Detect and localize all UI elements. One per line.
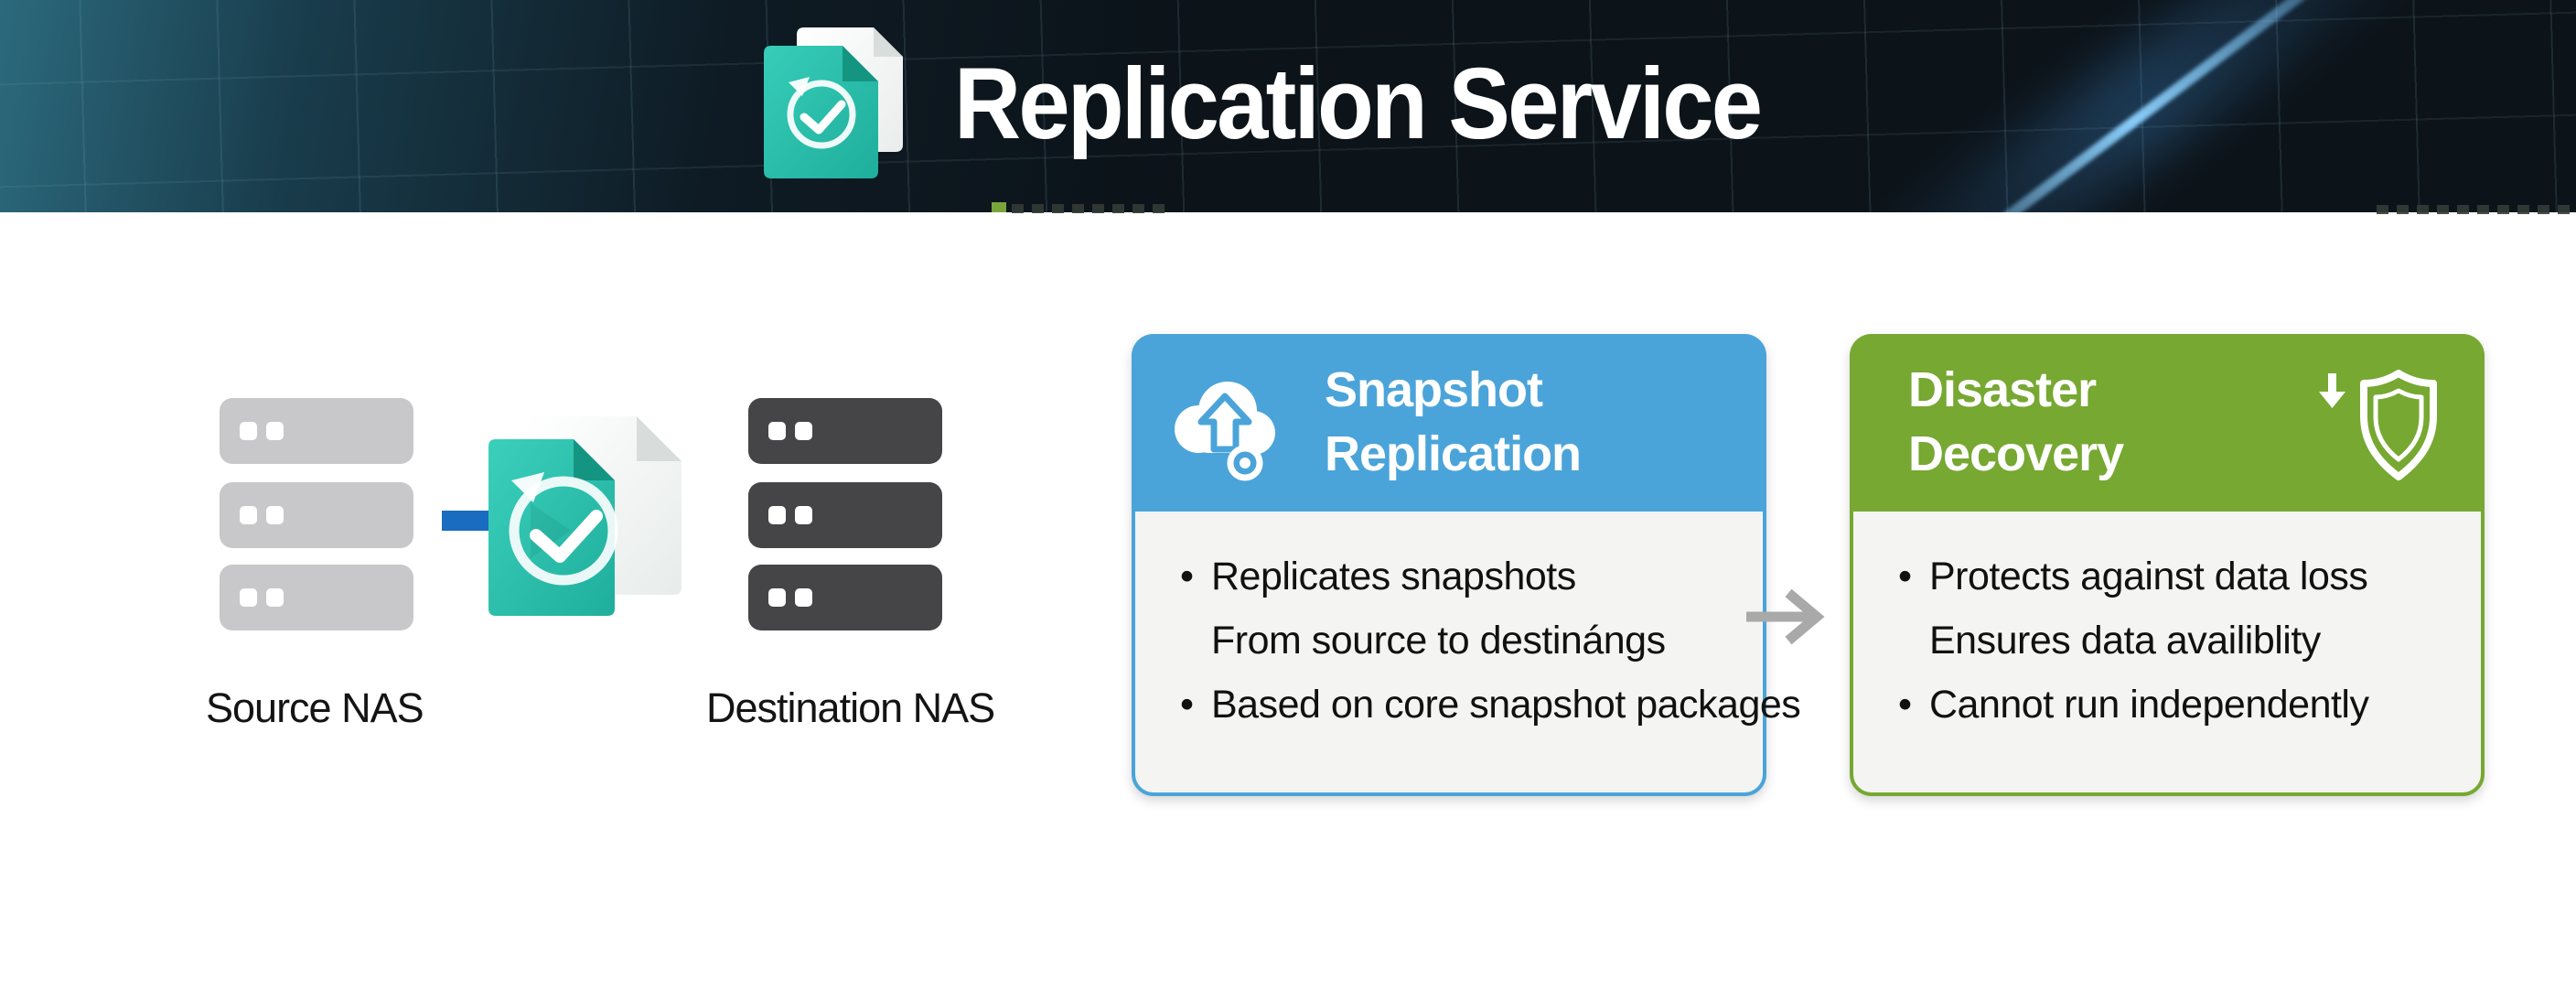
source-nas-server [220, 565, 413, 630]
led-indicator [240, 422, 257, 440]
source-nas-server [220, 398, 413, 464]
replication-document-clock-icon [488, 416, 682, 616]
card-bullet-line: From source to destinángs [1211, 619, 1666, 663]
cropped-fragment-icon [992, 202, 1006, 212]
led-indicator [795, 422, 812, 440]
card-body: Protects against data loss Ensures data … [1898, 544, 2468, 737]
flow-arrow-icon [1746, 588, 1825, 645]
led-indicator [768, 422, 786, 440]
card-title-line: Snapshot [1325, 362, 1543, 417]
destination-nas-server [748, 565, 942, 630]
card-bullet-line: Cannot run independently [1898, 673, 2468, 737]
led-indicator [266, 506, 284, 524]
cloud-upload-snapshot-icon [1175, 382, 1275, 481]
card-title: Snapshot Replication [1325, 358, 1582, 486]
replication-document-clock-icon [764, 27, 903, 178]
led-indicator [266, 422, 284, 440]
cropped-fragment-text [2377, 205, 2576, 214]
led-indicator [768, 588, 786, 607]
card-title-line: Decovery [1908, 426, 2124, 481]
source-nas-label: Source NAS [206, 684, 424, 731]
led-indicator [795, 506, 812, 524]
shield-download-icon [2319, 370, 2437, 480]
destination-nas-server [748, 482, 942, 548]
led-indicator [240, 506, 257, 524]
led-indicator [240, 588, 257, 607]
cropped-fragment-text [1012, 204, 1172, 213]
led-indicator [266, 588, 284, 607]
card-bullet-line: Based on core snapshot packages [1180, 673, 1801, 737]
led-indicator [795, 588, 812, 607]
card-body: Replicates snapshots From source to dest… [1180, 544, 1801, 737]
source-nas-server [220, 482, 413, 548]
page-title: Replication Service [954, 48, 1763, 160]
card-snapshot-replication: Snapshot Replication Replicates snapshot… [1132, 334, 1801, 796]
card-disaster-recovery: Disaster Decovery Protects against data … [1850, 334, 2485, 796]
header-banner: Replication Service [0, 0, 2576, 212]
card-bullet-line: Ensures data availiblity [1929, 619, 2321, 663]
card-header: Snapshot Replication [1132, 334, 1766, 512]
card-header: Disaster Decovery [1850, 334, 2485, 512]
replication-connector [442, 511, 489, 531]
card-title-line: Disaster [1908, 362, 2097, 417]
card-title: Disaster Decovery [1908, 358, 2124, 486]
destination-nas-server [748, 398, 942, 464]
destination-nas-label: Destination NAS [706, 684, 995, 731]
card-bullet-line: Replicates snapshots [1180, 544, 1750, 609]
card-bullet-line: Protects against data loss [1898, 544, 2468, 609]
led-indicator [768, 506, 786, 524]
card-title-line: Replication [1325, 426, 1582, 481]
